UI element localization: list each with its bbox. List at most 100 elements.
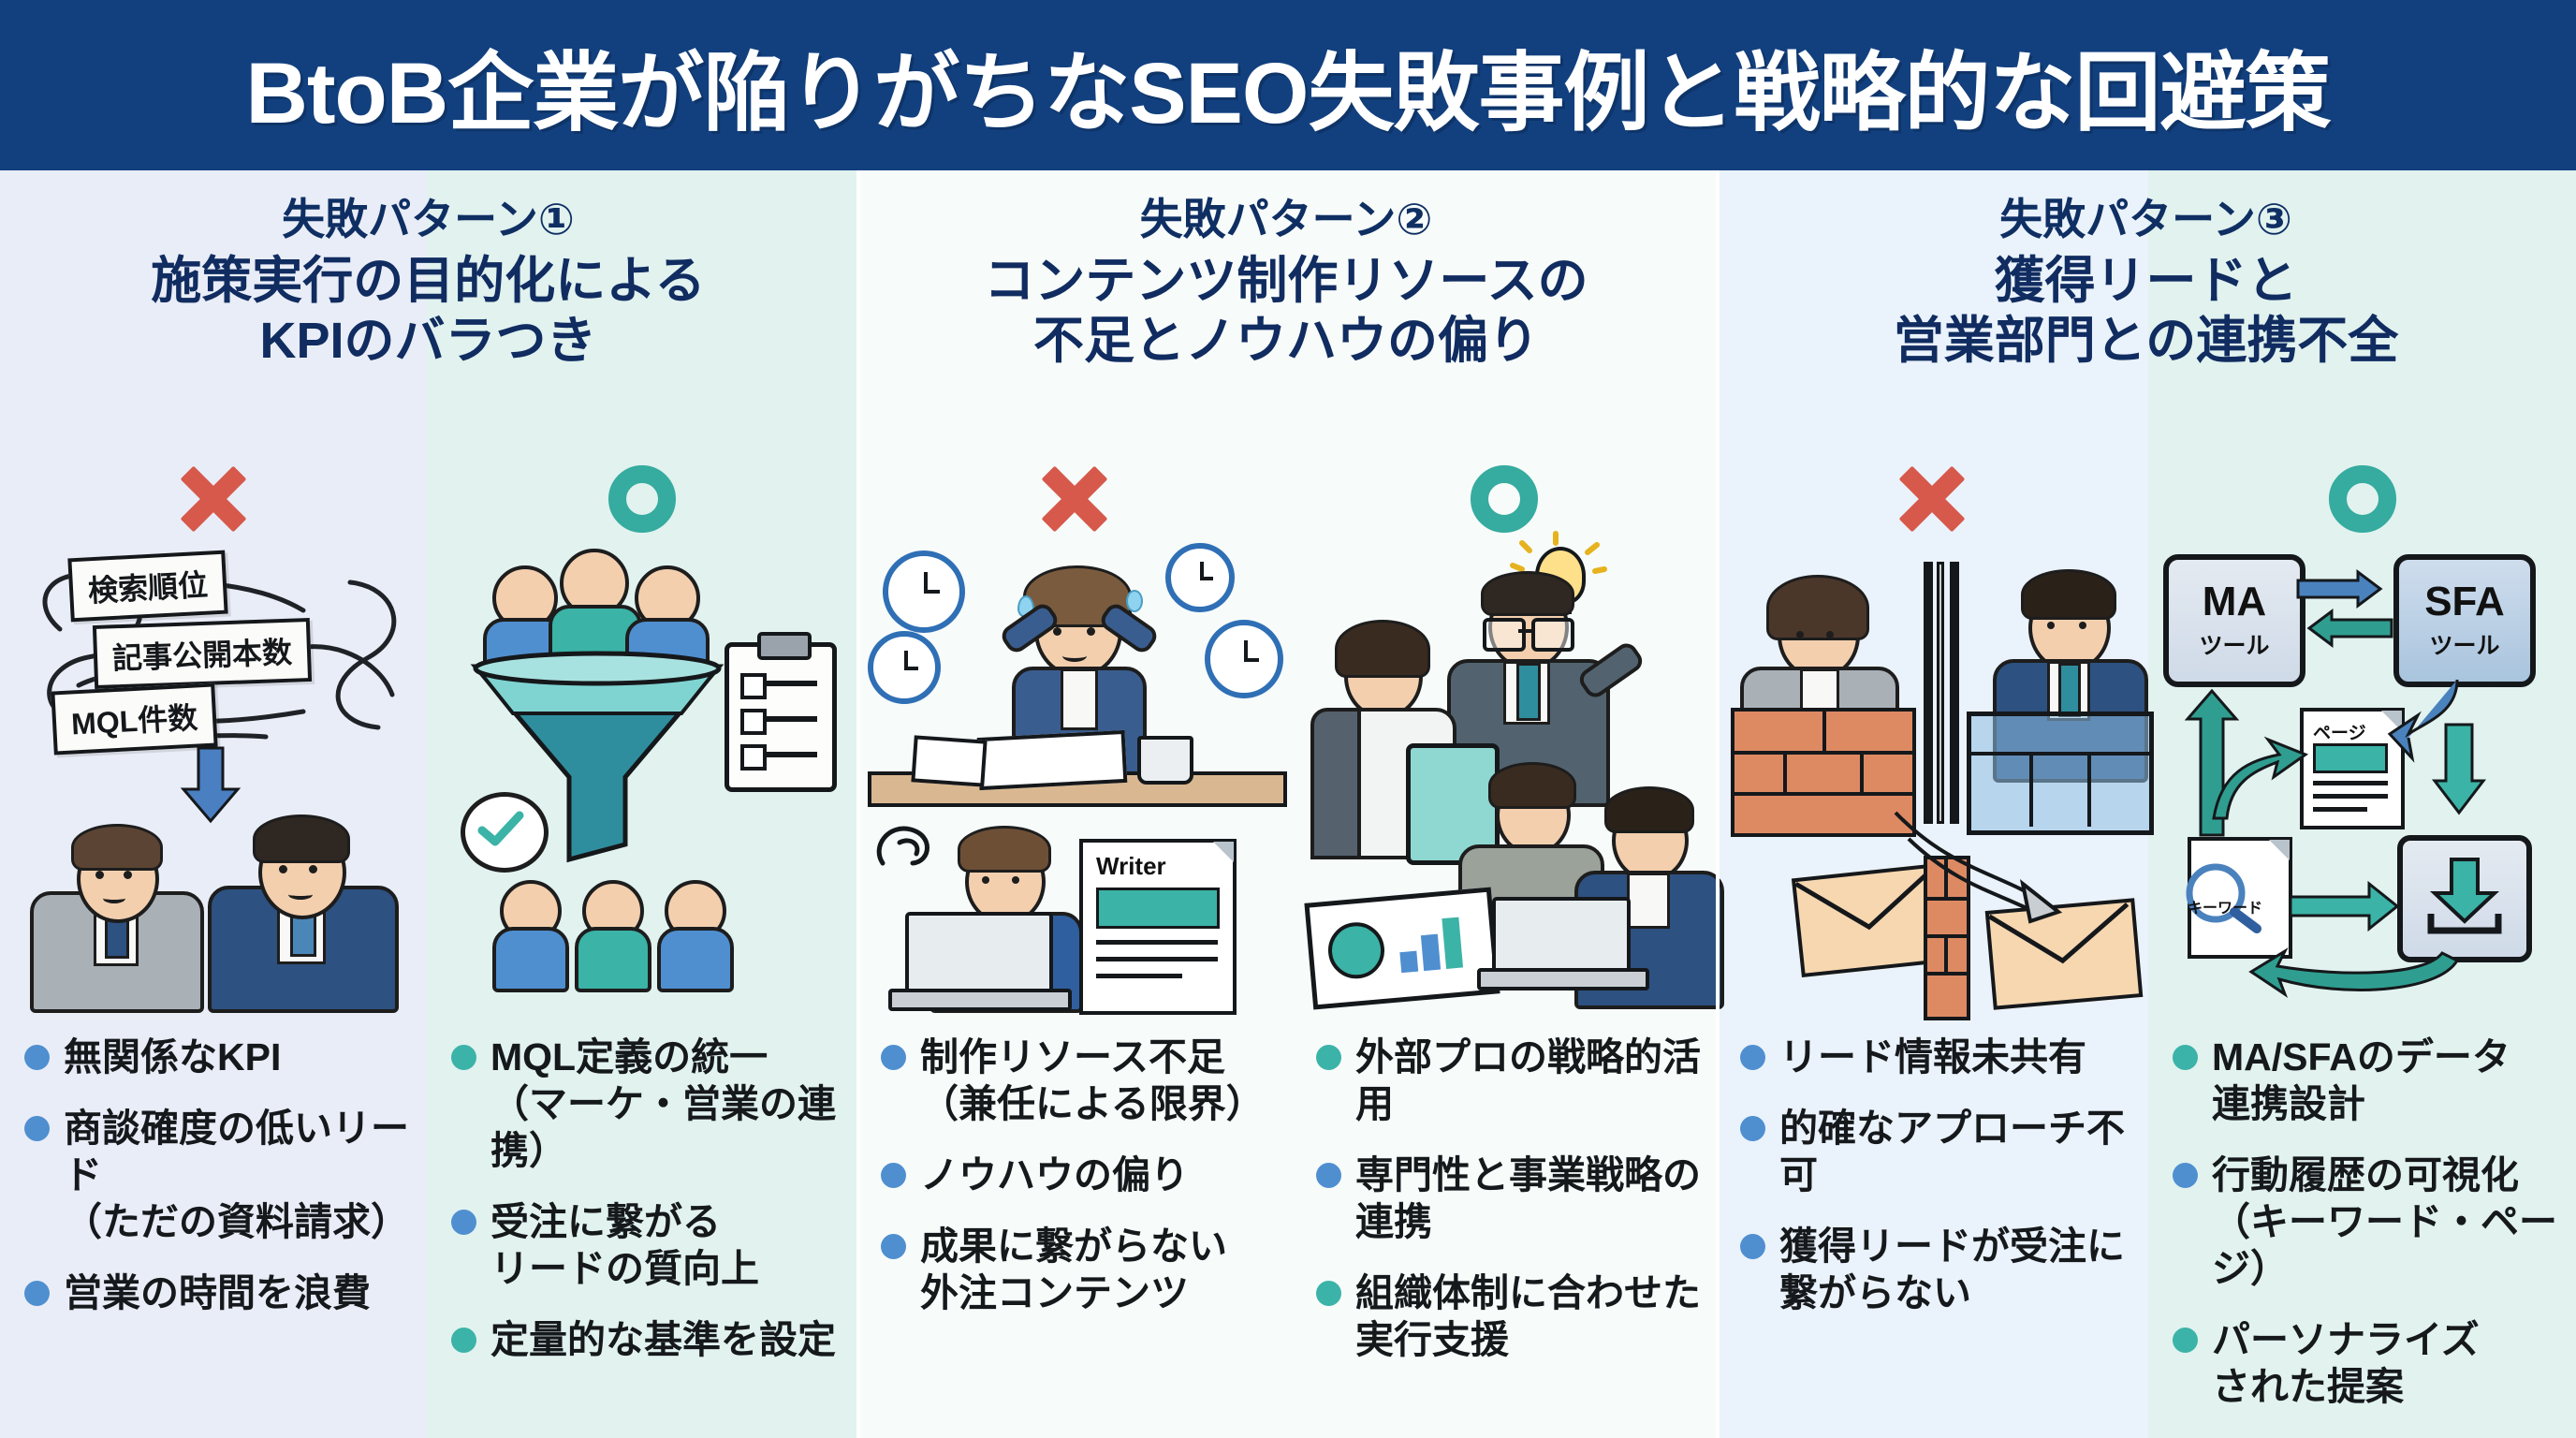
col3-good-illustration: MA ツール SFA ツール ページ xyxy=(2148,537,2576,1005)
divider-bar xyxy=(1924,562,1933,824)
circle-icon xyxy=(1470,465,1538,533)
col1-good-bullets: MQL定義の統一 （マーケ・営業の連携） 受注に繋がる リードの質向上 定量的な… xyxy=(427,1002,856,1438)
funnel-icon xyxy=(470,651,724,863)
column-pattern-3: 失敗パターン③ 獲得リードと 営業部門との連携不全 xyxy=(1716,170,2576,1438)
column-pattern-1: 失敗パターン① 施策実行の目的化による KPIのバラつき xyxy=(0,170,856,1438)
page-header: BtoB企業が陥りがちなSEO失敗事例と戦略的な回避策 xyxy=(0,0,2576,170)
bullet-dot xyxy=(881,1163,906,1189)
cross-icon xyxy=(1040,464,1109,534)
bullet-text: 行動履歴の可視化 （キーワード・ページ） xyxy=(2212,1153,2557,1291)
col2-bad-bullets: 制作リソース不足 （兼任による限界） ノウハウの偏り 成果に繋がらない 外注コン… xyxy=(856,1002,1292,1438)
page-doc-label: ページ xyxy=(2313,724,2366,743)
bullet-dot xyxy=(451,1045,476,1070)
ma-tool-box: MA ツール xyxy=(2163,554,2305,687)
ma-sublabel: ツール xyxy=(2199,632,2270,659)
list-item: 営業の時間を浪費 xyxy=(24,1269,419,1316)
col1-title-line1: 施策実行の目的化による xyxy=(151,253,706,310)
sfa-label: SFA xyxy=(2424,578,2505,624)
col1-bad-bullets: 無関係なKPI 商談確度の低いリード （ただの資料請求） 営業の時間を浪費 xyxy=(0,1002,427,1438)
col2-illustrations: Writer xyxy=(856,531,1724,1015)
laptop-screen xyxy=(1492,897,1631,979)
check-bubble-icon xyxy=(461,792,549,873)
bullet-dot xyxy=(881,1234,906,1260)
bullet-dot xyxy=(1316,1281,1341,1307)
bullet-text: 制作リソース不足 （兼任による限界） xyxy=(920,1035,1265,1126)
col2-good-illustration xyxy=(1292,531,1724,1010)
expert-person xyxy=(1430,565,1647,807)
bullet-dot xyxy=(2173,1045,2198,1070)
col2-pattern-label: 失敗パターン② xyxy=(1139,195,1433,243)
col1-good-mark-cell xyxy=(427,459,856,539)
laptop-screen xyxy=(905,912,1053,1000)
clock-icon xyxy=(1165,543,1235,612)
col1-illustrations: 検索順位 記事公開本数 MQL件数 xyxy=(0,537,856,1013)
col1-good-illustration xyxy=(427,537,856,1005)
cycle-arrows-icon xyxy=(2184,679,2487,998)
col2-heading: 失敗パターン② コンテンツ制作リソースの 不足とノウハウの偏り xyxy=(856,170,1716,372)
col1-bullet-lists: 無関係なKPI 商談確度の低いリード （ただの資料請求） 営業の時間を浪費 MQ… xyxy=(0,1002,856,1438)
col2-bullet-lists: 制作リソース不足 （兼任による限界） ノウハウの偏り 成果に繋がらない 外注コン… xyxy=(856,1002,1716,1438)
list-item: 獲得リードが受注に 繋がらない xyxy=(1740,1223,2141,1316)
bullet-dot xyxy=(24,1045,50,1070)
data-storage-icon xyxy=(2397,835,2532,962)
bullet-text: 組織体制に合わせた 実行支援 xyxy=(1355,1271,1701,1362)
ma-label: MA xyxy=(2202,578,2267,624)
list-item: MQL定義の統一 （マーケ・営業の連携） xyxy=(451,1034,849,1174)
kpi-tag-1: 検索順位 xyxy=(67,550,228,623)
list-item: パーソナライズ された提案 xyxy=(2173,1316,2569,1410)
bullet-dot xyxy=(24,1281,50,1307)
writer-doc-label: Writer xyxy=(1096,852,1166,880)
col2-bad-mark-cell xyxy=(856,459,1292,539)
col3-bad-illustration xyxy=(1716,537,2154,1020)
bullet-dot xyxy=(451,1328,476,1354)
writer-document-icon: Writer xyxy=(1079,839,1237,1015)
list-item: MA/SFAのデータ 連携設計 xyxy=(2173,1034,2569,1127)
bullet-dot xyxy=(451,1210,476,1236)
list-item: 外部プロの戦略的活用 xyxy=(1316,1034,1708,1127)
bullet-text: MQL定義の統一 （マーケ・営業の連携） xyxy=(490,1035,836,1173)
list-item: 制作リソース不足 （兼任による限界） xyxy=(881,1034,1284,1127)
kpi-tag-2: 記事公開本数 xyxy=(92,617,313,690)
page-title: BtoB企業が陥りがちなSEO失敗事例と戦略的な回避策 xyxy=(245,45,2331,141)
glass-counter xyxy=(1967,712,2154,835)
worried-person-2 xyxy=(202,811,399,1013)
bullet-text: 的確なアプローチ不可 xyxy=(1779,1107,2125,1197)
col3-pattern-label: 失敗パターン③ xyxy=(1999,195,2292,243)
sfa-sublabel: ツール xyxy=(2429,632,2500,659)
col3-bad-bullets: リード情報未共有 的確なアプローチ不可 獲得リードが受注に 繋がらない xyxy=(1716,1002,2148,1438)
col3-title-line2: 営業部門との連携不全 xyxy=(1893,313,2399,370)
col3-marks xyxy=(1716,459,2576,539)
laptop-base xyxy=(1477,968,1649,990)
clock-icon xyxy=(1205,620,1283,698)
divider-bar xyxy=(1937,562,1944,824)
col3-heading: 失敗パターン③ 獲得リードと 営業部門との連携不全 xyxy=(1716,170,2576,372)
list-item: 的確なアプローチ不可 xyxy=(1740,1105,2141,1198)
bullet-dot xyxy=(2173,1328,2198,1354)
list-item: 定量的な基準を設定 xyxy=(451,1316,849,1363)
col1-title-line2: KPIのバラつき xyxy=(259,313,597,370)
col2-marks xyxy=(856,459,1716,539)
cross-icon xyxy=(179,464,248,534)
bullet-dot xyxy=(1740,1045,1765,1070)
magnifier-icon xyxy=(2186,863,2261,933)
cross-icon xyxy=(1897,464,1967,534)
column-divider-2 xyxy=(1716,170,1720,1438)
bullet-dot xyxy=(1740,1234,1765,1260)
clock-icon xyxy=(883,550,965,633)
col3-good-bullets: MA/SFAのデータ 連携設計 行動履歴の可視化 （キーワード・ページ） パーソ… xyxy=(2148,1002,2576,1438)
envelope-icon xyxy=(1984,898,2144,1010)
clock-icon xyxy=(868,631,941,704)
bullet-text: 専門性と事業戦略の 連携 xyxy=(1355,1153,1701,1244)
idea-rays-icon xyxy=(1510,531,1607,574)
bullet-dot xyxy=(1316,1163,1341,1189)
bullet-text: ノウハウの偏り xyxy=(920,1153,1189,1197)
down-arrow-icon xyxy=(180,746,242,824)
list-item: ノウハウの偏り xyxy=(881,1152,1284,1198)
paper-sheet xyxy=(976,729,1128,791)
bullet-dot xyxy=(24,1116,50,1142)
worried-person-1 xyxy=(24,818,204,1013)
bullet-text: 外部プロの戦略的活用 xyxy=(1355,1035,1701,1126)
columns-container: 失敗パターン① 施策実行の目的化による KPIのバラつき xyxy=(0,170,2576,1438)
divider-bar xyxy=(1950,562,1959,824)
